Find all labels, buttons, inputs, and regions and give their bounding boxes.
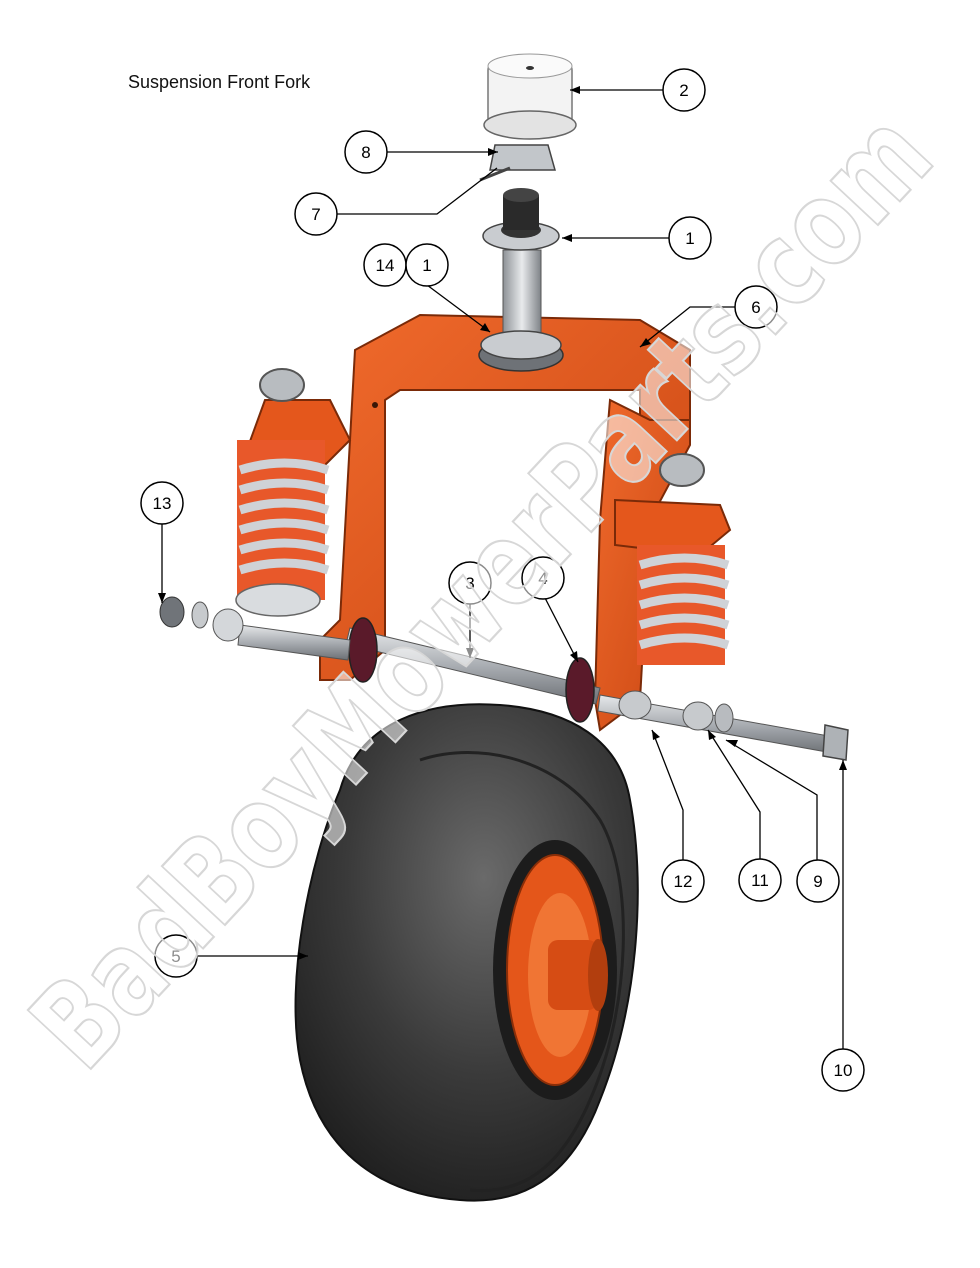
- callout-14: 14: [363, 243, 407, 287]
- callout-11-label: 11: [751, 871, 769, 890]
- callout-9-label: 9: [813, 872, 822, 891]
- callout-2-label: 2: [679, 81, 688, 100]
- callout-6-label: 6: [751, 298, 760, 317]
- callout-13: 13: [140, 481, 184, 525]
- dust-cap: [483, 53, 577, 140]
- callout-4-label: 4: [538, 569, 547, 588]
- callout-6: 6: [734, 285, 778, 329]
- callout-7: 7: [294, 192, 338, 236]
- callout-1-bearing-label: 1: [422, 256, 431, 275]
- callout-1-shaft: 1: [668, 216, 712, 260]
- callout-4: 4: [521, 556, 565, 600]
- callout-8: 8: [344, 130, 388, 174]
- callout-3-label: 3: [465, 574, 474, 593]
- castle-nut: [479, 144, 556, 182]
- right-spring: [637, 453, 730, 665]
- callout-14-label: 14: [376, 256, 395, 275]
- callout-10: 10: [821, 1048, 865, 1092]
- callout-10-label: 10: [834, 1061, 853, 1080]
- callout-5: 5: [154, 934, 198, 978]
- callout-11: 11: [738, 858, 782, 902]
- callout-5-label: 5: [171, 947, 180, 966]
- tire-wheel: [294, 703, 639, 1202]
- axle-assembly: [159, 596, 849, 761]
- callout-8-label: 8: [361, 143, 370, 162]
- diagram-title: Suspension Front Fork: [128, 72, 311, 92]
- leader-arrowheads: [158, 86, 847, 960]
- callout-2: 2: [662, 68, 706, 112]
- leader-lines: [161, 89, 844, 1049]
- callout-13-label: 13: [153, 494, 172, 513]
- callout-12-label: 12: [674, 872, 693, 891]
- callout-1-shaft-label: 1: [685, 229, 694, 248]
- callout-7-label: 7: [311, 205, 320, 224]
- callout-9: 9: [796, 859, 840, 903]
- callout-3: 3: [448, 561, 492, 605]
- steering-shaft: [478, 188, 564, 372]
- left-spring: [235, 368, 330, 617]
- callout-12: 12: [661, 859, 705, 903]
- callout-1-bearing: 1: [405, 243, 449, 287]
